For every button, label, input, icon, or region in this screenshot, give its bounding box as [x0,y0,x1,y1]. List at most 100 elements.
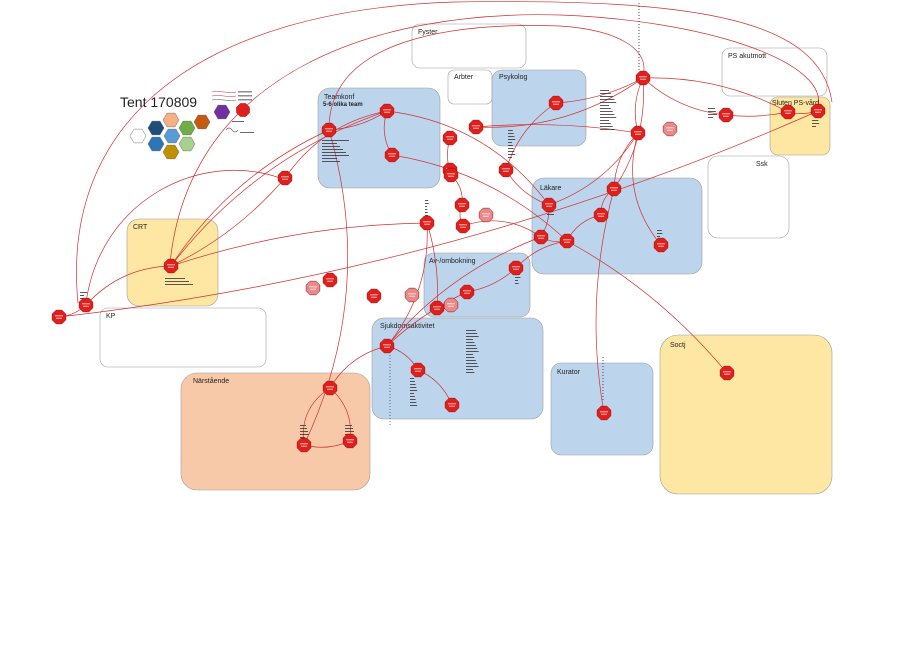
zone-teamkonf-sublabel: 5-6 olika team [323,102,363,108]
node-label-stub [383,344,391,346]
node-label-stub [814,109,822,111]
annotation-text-stub [466,369,473,370]
process-node[interactable] [548,95,564,111]
process-node[interactable] [596,405,612,421]
annotation-text-stub [322,149,343,150]
process-node[interactable] [410,362,426,378]
process-node[interactable] [379,338,395,354]
process-node[interactable] [51,309,67,325]
process-node[interactable] [322,380,338,396]
annotation-text-stub [80,295,84,296]
zone-soctj-label: Soctj [670,342,686,349]
process-node[interactable] [444,397,460,413]
connector-2 [475,77,644,128]
annotation-text-stub [508,151,515,152]
zone-sjukdomsaktivitet-label: Sjukdomsaktivitet [380,323,435,330]
legend-text-stub [240,132,254,133]
process-node[interactable] [322,272,338,288]
process-node[interactable] [305,280,321,296]
connector-38 [475,124,639,134]
connector-39 [505,102,557,171]
annotation-text-stub [547,214,554,215]
nodes-layer [51,70,826,453]
annotation-text-stub [466,348,478,349]
annotation-text-stub [410,402,417,403]
process-node[interactable] [454,197,470,213]
process-node[interactable] [296,437,312,453]
process-node[interactable] [455,218,471,234]
annotation-text-stub [708,108,715,109]
process-node[interactable] [498,162,514,178]
annotation-text-stub [657,236,660,237]
legend-hex [178,120,196,136]
process-node[interactable] [459,284,475,300]
process-node[interactable] [508,260,524,276]
zone-kurator-label: Kurator [557,369,581,376]
annotation-text-stub [508,142,512,143]
node-label-stub [423,221,431,223]
connector-15 [391,154,568,242]
process-node[interactable] [468,119,484,135]
node-label-stub [384,111,390,113]
legend-hex [147,120,165,136]
annotation-text-stub [508,148,514,149]
process-node[interactable] [810,103,826,119]
process-node[interactable] [442,130,458,146]
process-node[interactable] [443,297,459,313]
process-node[interactable] [478,207,494,223]
process-node[interactable] [277,170,293,186]
overview-connector-3 [85,170,281,304]
annotation-text-stub [708,117,713,118]
node-label-stub [448,175,454,177]
process-node[interactable] [635,70,651,86]
process-node[interactable] [662,121,678,137]
process-node[interactable] [780,104,796,120]
zone-ps-akutmott-label: PS akutmott [728,53,766,60]
node-label-stub [459,224,467,226]
node-label-stub [409,295,415,297]
annotation-text-stub [600,114,615,115]
process-node[interactable] [541,197,557,213]
process-node[interactable] [321,122,337,138]
process-node[interactable] [443,167,459,183]
zone-kp [99,307,267,368]
process-node[interactable] [384,147,400,163]
process-node[interactable] [342,433,358,449]
zone-teamkonf [317,87,441,189]
zone-psykolog [491,69,587,147]
process-node[interactable] [559,233,575,249]
annotation-text-stub [657,233,663,234]
process-node[interactable] [653,237,669,253]
process-node[interactable] [630,125,646,141]
process-node[interactable] [533,229,549,245]
node-label-stub [546,205,552,207]
node-label-stub [724,373,730,375]
node-label-stub [482,213,490,215]
process-node[interactable] [379,103,395,119]
annotation-text-stub [600,120,609,121]
node-label-stub [513,268,519,270]
annotation-text-stub [812,126,816,127]
process-node[interactable] [163,258,179,274]
process-node[interactable] [718,107,734,123]
node-label-stub [472,125,480,127]
annotation-text-stub [508,145,513,146]
process-node[interactable] [719,365,735,381]
process-node[interactable] [593,207,609,223]
process-node[interactable] [78,297,94,313]
annotation-text-stub [425,200,429,201]
connector-12 [386,110,550,206]
connector-19 [426,222,438,309]
legend-line-sample [211,91,237,93]
node-label-stub [502,168,510,170]
process-node[interactable] [606,181,622,197]
process-node[interactable] [404,287,420,303]
process-node[interactable] [419,215,435,231]
annotation-text-stub [300,425,306,426]
title-group: Tent 170809 [120,94,197,110]
process-node[interactable] [429,300,445,316]
annotation-text-stub [300,428,307,429]
node-label-stub [473,127,479,129]
process-node[interactable] [366,288,382,304]
node-label-stub [666,127,674,129]
